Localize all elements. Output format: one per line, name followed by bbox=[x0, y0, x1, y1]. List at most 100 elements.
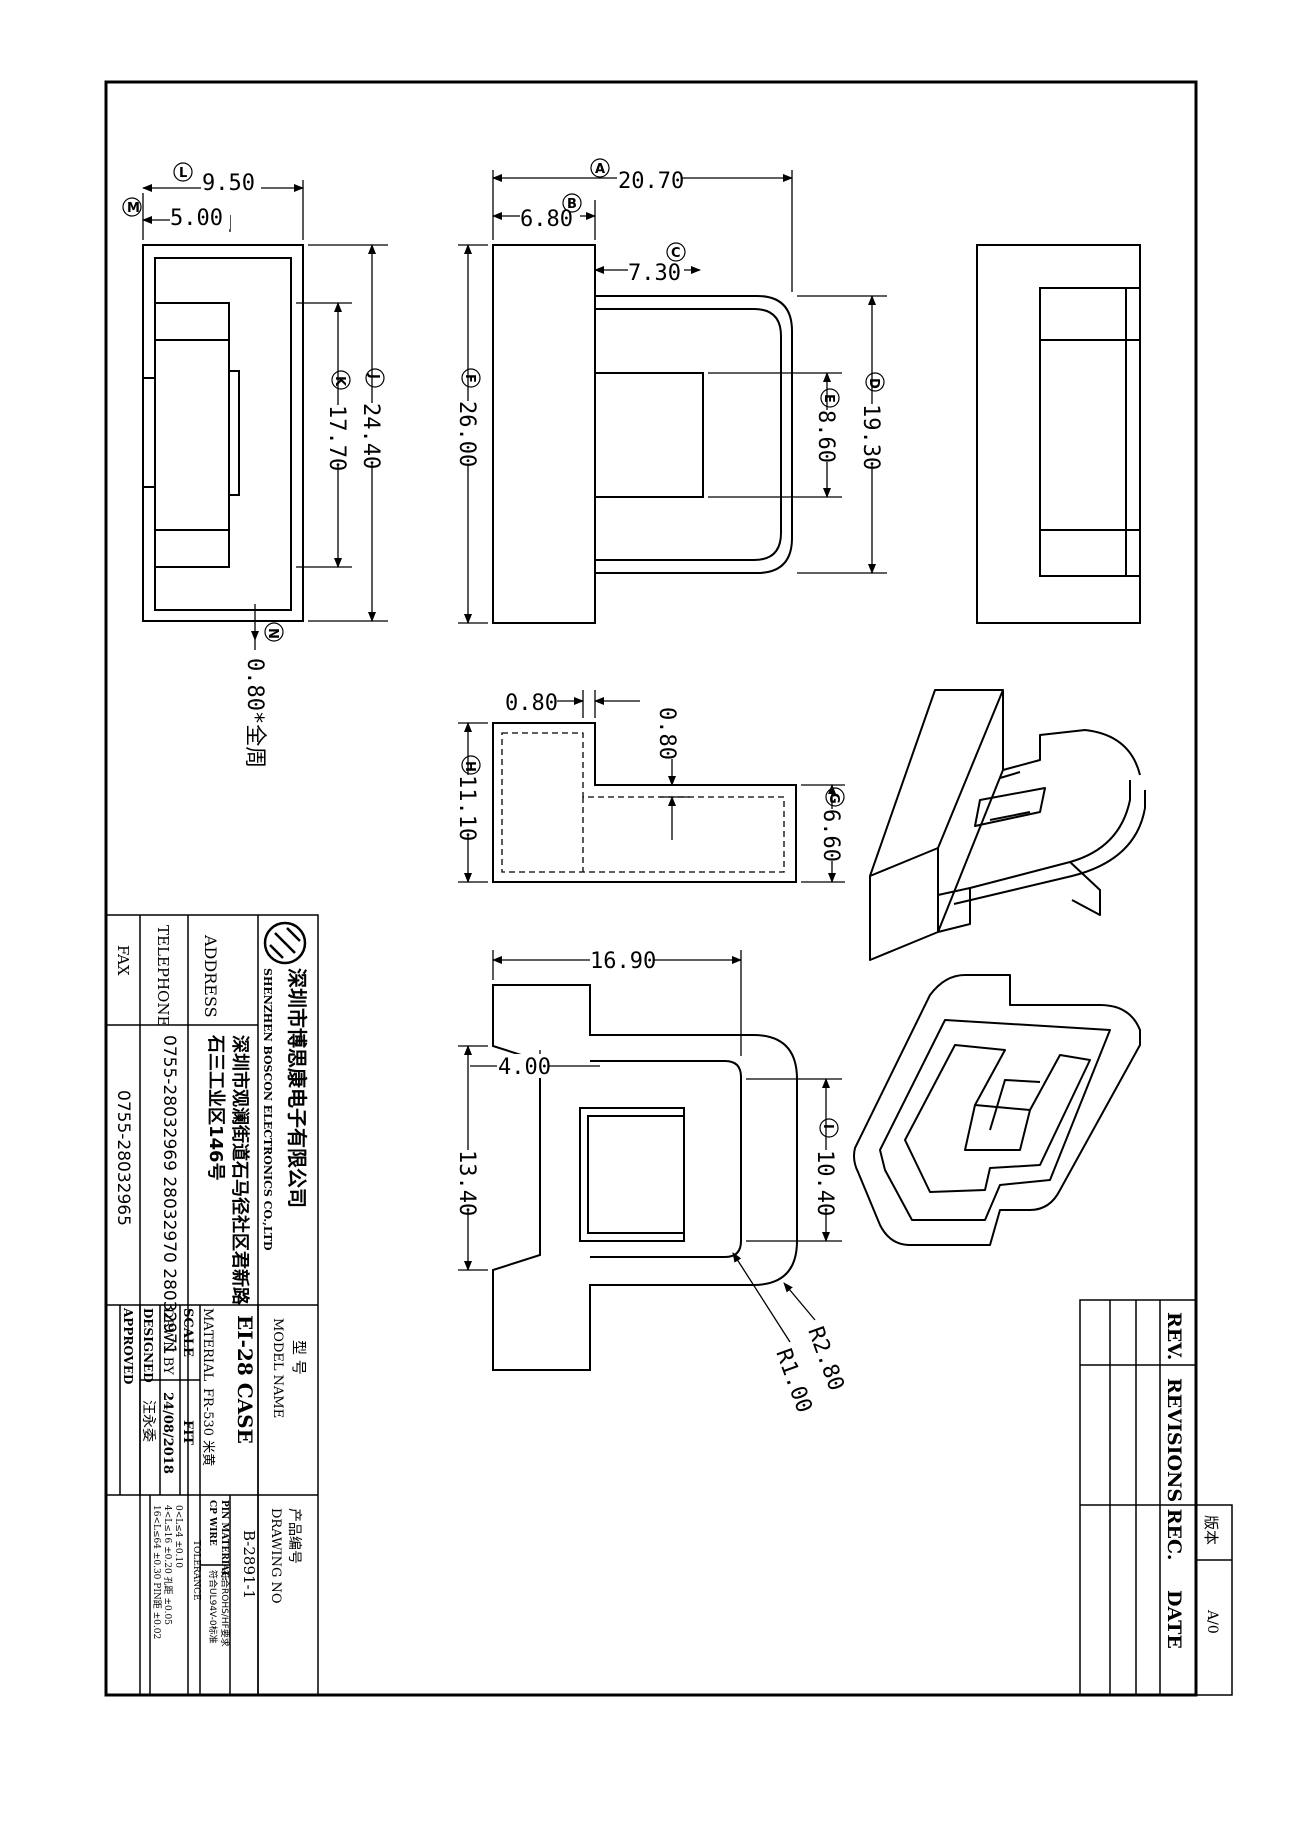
drawing-value: B-2891-1 bbox=[240, 1530, 258, 1599]
dimension-J: 24.40 J bbox=[358, 368, 385, 469]
svg-text:N: N bbox=[265, 628, 280, 639]
svg-text:SHENZHEN BOSCON ELECTRONICS CO: SHENZHEN BOSCON ELECTRONICS CO.,LTD bbox=[261, 968, 274, 1251]
designed-value: 汪永委 bbox=[140, 1400, 156, 1442]
fax-value: 0755-28032965 bbox=[113, 1090, 133, 1226]
dimension-bottom-step: 4.00 bbox=[497, 1054, 551, 1080]
dimension-I: 10.40 I bbox=[812, 1118, 839, 1216]
dimension-H: 11.10 H bbox=[454, 755, 481, 841]
svg-text:A/0: A/0 bbox=[1204, 1609, 1220, 1634]
dimension-L: 9.50 L bbox=[173, 162, 261, 196]
model-label-cn: 型 号 bbox=[290, 1340, 308, 1375]
svg-text:DESIGNED: DESIGNED bbox=[141, 1308, 155, 1383]
view-bottom bbox=[492, 984, 798, 1371]
svg-text:PIN MATERIAL:: PIN MATERIAL: bbox=[219, 1500, 229, 1581]
svg-text:F: F bbox=[462, 374, 477, 383]
svg-text:石三工业区146号: 石三工业区146号 bbox=[205, 1034, 226, 1181]
svg-text:DATE: DATE bbox=[1163, 1590, 1185, 1649]
svg-text:符合UL94V-0标准: 符合UL94V-0标准 bbox=[207, 1570, 219, 1644]
address-label: ADDRESS bbox=[201, 934, 220, 1018]
svg-text:FIT: FIT bbox=[180, 1420, 195, 1445]
tolerance-label: TOLERANCE bbox=[191, 1540, 201, 1601]
view-section bbox=[492, 722, 797, 883]
tolerance-row-3: 16<L≤64 ±0.30 PIN距 ±0.02 bbox=[151, 1505, 162, 1639]
svg-text:L: L bbox=[179, 166, 187, 181]
svg-text:ADDRESS: ADDRESS bbox=[201, 934, 220, 1018]
svg-text:FAX: FAX bbox=[114, 945, 132, 976]
svg-text:REV.: REV. bbox=[1163, 1312, 1185, 1360]
view-side-left bbox=[142, 244, 304, 622]
svg-text:MODEL NAME: MODEL NAME bbox=[270, 1318, 285, 1418]
cp-wire-value: 符合UL94V-0标准 bbox=[207, 1570, 219, 1644]
svg-text:SCALE: SCALE bbox=[180, 1308, 195, 1357]
svg-text:13.40: 13.40 bbox=[454, 1150, 479, 1216]
svg-text:D: D bbox=[866, 378, 881, 389]
revisions-label: REVISIONS REC. bbox=[1163, 1378, 1185, 1560]
svg-text:深圳市博思康电子有限公司: 深圳市博思康电子有限公司 bbox=[285, 968, 309, 1208]
svg-text:20.70: 20.70 bbox=[618, 169, 684, 194]
material-value: FR-530 米黄 bbox=[200, 1388, 215, 1466]
telephone-label: TELEPHONE bbox=[154, 925, 172, 1026]
svg-text:6.80: 6.80 bbox=[520, 207, 573, 232]
svg-text:0.80: 0.80 bbox=[654, 707, 679, 760]
view-top-middle bbox=[492, 244, 793, 624]
version-value: A/0 bbox=[1204, 1609, 1220, 1634]
svg-text:I: I bbox=[820, 1124, 835, 1129]
company-name-en: SHENZHEN BOSCON ELECTRONICS CO.,LTD bbox=[261, 968, 274, 1251]
pin-material-value: 符合ROHS/HF要求 bbox=[219, 1570, 231, 1647]
version-label: 版本 bbox=[1202, 1515, 1220, 1545]
svg-text:B-2891-1: B-2891-1 bbox=[240, 1530, 258, 1599]
svg-text:26.00: 26.00 bbox=[454, 401, 479, 467]
svg-text:K: K bbox=[332, 376, 347, 387]
svg-text:M: M bbox=[127, 201, 140, 216]
dimension-M: 5.00 M bbox=[122, 197, 230, 231]
svg-text:H: H bbox=[462, 761, 477, 772]
tolerance-row-2: 4<L≤16 ±0.20 孔距 ±0.05 bbox=[162, 1505, 173, 1625]
company-block bbox=[105, 914, 319, 1696]
svg-text:FR-530 米黄: FR-530 米黄 bbox=[200, 1388, 215, 1466]
svg-text:0755-28032969 28032970 2803297: 0755-28032969 28032970 28032971 bbox=[159, 1035, 179, 1355]
dimension-C: 7.30 C bbox=[628, 242, 686, 286]
dimension-bottom-height: 13.40 bbox=[454, 1150, 480, 1216]
svg-text:DRWN BY: DRWN BY bbox=[160, 1308, 175, 1375]
svg-text:MATERIAL: MATERIAL bbox=[200, 1308, 215, 1381]
dimension-A: 20.70 A bbox=[590, 158, 684, 194]
dimension-E: 8.60 E bbox=[813, 388, 840, 463]
svg-text:4<L≤16 ±0.20 孔距 ±0.05: 4<L≤16 ±0.20 孔距 ±0.05 bbox=[162, 1505, 173, 1625]
sheet-border bbox=[104, 80, 1198, 1697]
svg-text:TOLERANCE: TOLERANCE bbox=[191, 1540, 201, 1601]
drawn-value: 24/08/2018 bbox=[160, 1392, 175, 1474]
svg-text:17.70: 17.70 bbox=[324, 405, 349, 471]
svg-text:深圳市观澜街道石马径社区君新路: 深圳市观澜街道石马径社区君新路 bbox=[229, 1035, 251, 1306]
dimension-bottom-width: 16.90 bbox=[590, 948, 656, 974]
iso-case-open bbox=[853, 974, 1141, 1246]
svg-text:产品编号: 产品编号 bbox=[286, 1508, 302, 1564]
svg-text:6.60: 6.60 bbox=[818, 809, 843, 862]
dimension-D: 19.30 D bbox=[858, 372, 885, 470]
svg-text:24/08/2018: 24/08/2018 bbox=[160, 1392, 175, 1474]
svg-text:A: A bbox=[595, 162, 605, 177]
svg-text:16<L≤64 ±0.30 PIN距 ±0.02: 16<L≤64 ±0.30 PIN距 ±0.02 bbox=[151, 1505, 162, 1639]
svg-text:版本: 版本 bbox=[1202, 1515, 1220, 1545]
material-label: MATERIAL bbox=[200, 1308, 215, 1381]
company-name-cn: 深圳市博思康电子有限公司 bbox=[285, 968, 309, 1208]
pin-material-label: PIN MATERIAL: bbox=[219, 1500, 229, 1581]
dimension-wall-x: 0.80 bbox=[505, 690, 558, 716]
svg-text:REVISIONS REC.: REVISIONS REC. bbox=[1163, 1378, 1185, 1560]
svg-text:19.30: 19.30 bbox=[858, 404, 883, 470]
fax-label: FAX bbox=[114, 945, 132, 976]
iso-case-closed bbox=[869, 689, 1146, 961]
svg-text:5.00: 5.00 bbox=[170, 206, 223, 231]
rev-label: REV. bbox=[1163, 1312, 1185, 1360]
dimension-K: 17.70 K bbox=[324, 370, 351, 471]
svg-text:24.40: 24.40 bbox=[358, 403, 383, 469]
view-top-right bbox=[976, 244, 1141, 624]
address-line2: 石三工业区146号 bbox=[205, 1034, 226, 1181]
svg-text:DRAWING NO: DRAWING NO bbox=[268, 1508, 283, 1604]
dimension-F: 26.00 F bbox=[454, 368, 481, 467]
date-label: DATE bbox=[1163, 1590, 1185, 1649]
revision-block bbox=[1079, 1299, 1233, 1696]
svg-text:G: G bbox=[826, 793, 841, 804]
scale-label: SCALE bbox=[180, 1308, 195, 1357]
